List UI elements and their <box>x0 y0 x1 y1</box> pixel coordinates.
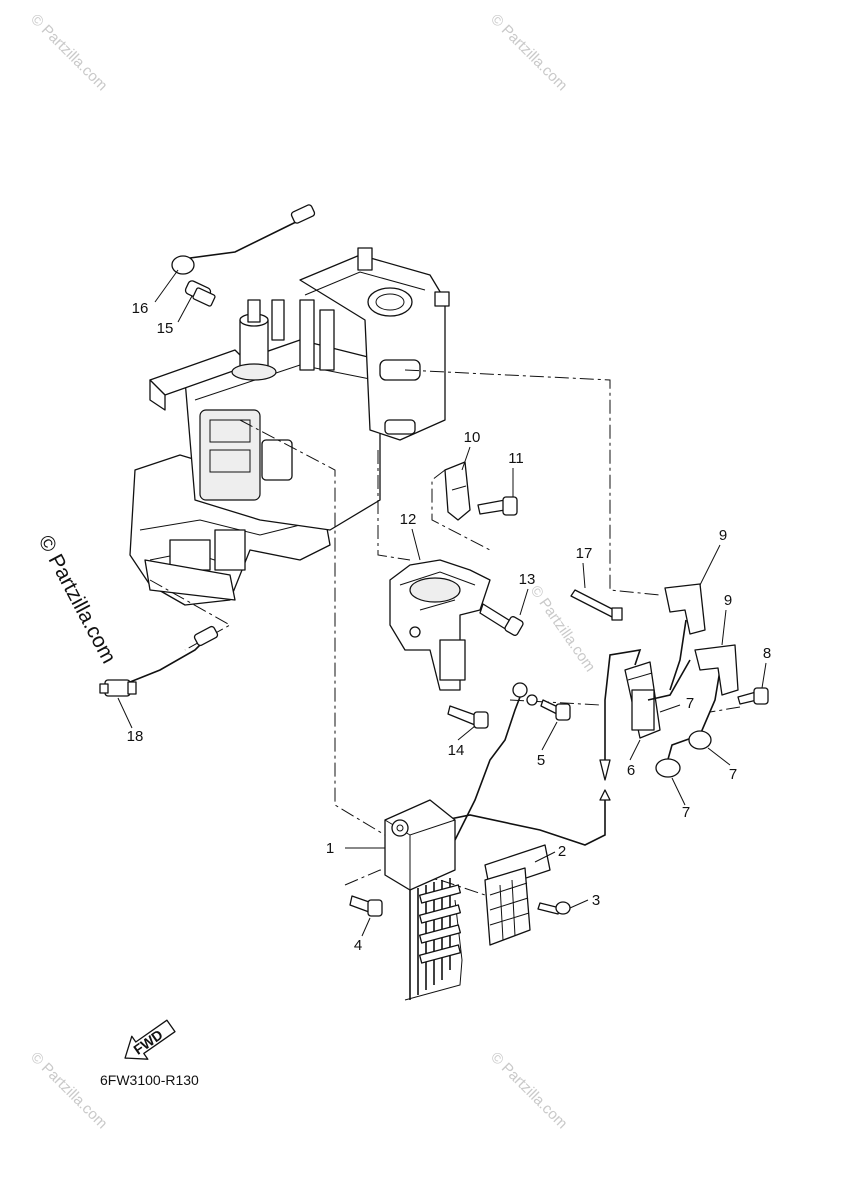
svg-text:© Partzilla.com: © Partzilla.com <box>34 532 121 668</box>
svg-text:© Partzilla.com: © Partzilla.com <box>27 1049 110 1132</box>
part-3-screw[interactable] <box>537 901 571 915</box>
part-15-sensor-switch[interactable] <box>184 280 216 307</box>
engine-block-illustration <box>129 247 450 606</box>
callout-11[interactable]: 11 <box>508 450 524 467</box>
callout-9a[interactable]: 9 <box>719 527 727 544</box>
watermark-top-left: © Partzilla.com <box>27 11 110 94</box>
diagram-code: 6FW3100-R130 <box>100 1072 199 1088</box>
callout-14[interactable]: 14 <box>448 742 465 759</box>
callout-5[interactable]: 5 <box>537 752 545 769</box>
callout-15[interactable]: 15 <box>157 320 174 337</box>
callout-18[interactable]: 18 <box>127 728 144 745</box>
part-7-grommet-b[interactable] <box>688 730 712 750</box>
callout-9b[interactable]: 9 <box>724 592 732 609</box>
callout-13[interactable]: 13 <box>519 571 536 588</box>
part-14-bolt[interactable] <box>447 705 489 729</box>
watermark-mid-left: © Partzilla.com <box>34 532 121 668</box>
callout-12[interactable]: 12 <box>400 511 417 528</box>
callout-1[interactable]: 1 <box>326 840 334 857</box>
watermark-top-right: © Partzilla.com <box>487 11 570 94</box>
part-1-cdi-unit[interactable] <box>384 799 463 1001</box>
svg-text:© Partzilla.com: © Partzilla.com <box>27 11 110 94</box>
part-5-screw[interactable] <box>540 699 571 721</box>
part-18-sensor[interactable] <box>99 625 219 697</box>
svg-text:© Partzilla.com: © Partzilla.com <box>487 11 570 94</box>
svg-text:© Partzilla.com: © Partzilla.com <box>487 1049 570 1132</box>
watermark-bottom-left: © Partzilla.com <box>27 1049 110 1132</box>
callout-2[interactable]: 2 <box>558 843 566 860</box>
part-13-bolt[interactable] <box>479 603 524 636</box>
part-4-bolt[interactable] <box>349 895 383 917</box>
callout-3[interactable]: 3 <box>592 892 600 909</box>
ground-lead <box>454 682 538 841</box>
part-17-cable-tie[interactable] <box>570 589 623 621</box>
callout-7c[interactable]: 7 <box>682 804 690 821</box>
callout-7b[interactable]: 7 <box>729 766 737 783</box>
part-2-connector-block[interactable] <box>484 844 551 946</box>
callout-10[interactable]: 10 <box>464 429 481 446</box>
fwd-arrow: FWD <box>124 1019 176 1060</box>
watermark-bottom-right: © Partzilla.com <box>487 1049 570 1132</box>
part-11-bolt[interactable] <box>477 496 518 516</box>
part-9b-plug-cap[interactable] <box>664 644 739 771</box>
callout-6[interactable]: 6 <box>627 762 635 779</box>
part-6-ignition-coil[interactable] <box>604 648 691 760</box>
part-9a-plug-cap[interactable] <box>664 583 706 691</box>
part-16-sensor-lead[interactable] <box>171 204 316 275</box>
part-10-clamp[interactable] <box>444 461 471 521</box>
leader-lines <box>117 269 767 937</box>
callout-4[interactable]: 4 <box>354 937 362 954</box>
callout-7a[interactable]: 7 <box>686 695 694 712</box>
ignition-lead-wire <box>444 759 611 846</box>
part-12-bracket[interactable] <box>389 559 491 691</box>
callout-16[interactable]: 16 <box>132 300 149 317</box>
part-8-screw[interactable] <box>737 687 769 705</box>
callout-17[interactable]: 17 <box>576 545 593 562</box>
part-7-grommet-a[interactable] <box>655 758 681 778</box>
callout-8[interactable]: 8 <box>763 645 771 662</box>
callout-labels: 16 15 10 11 12 13 17 9 9 8 7 6 7 7 5 14 … <box>127 300 772 954</box>
